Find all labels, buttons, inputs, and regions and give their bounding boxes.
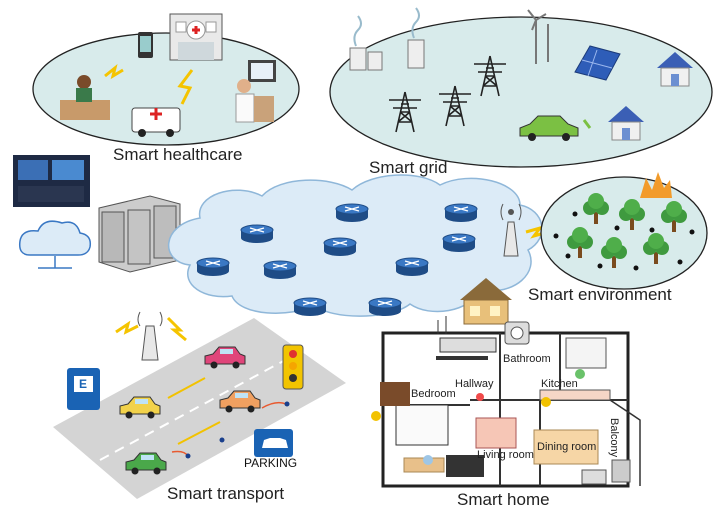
router-icon [240,224,274,244]
router-icon [293,297,327,317]
transport-label: Smart transport [167,484,285,503]
router-icon [368,297,402,317]
router-icon [196,257,230,277]
parking-sign-icon [254,429,293,457]
fire-icon [640,172,672,198]
signal-bolt-icon [177,69,194,105]
home-label: Smart home [457,490,550,509]
doctor-icon [235,79,274,123]
signal-bolt-icon [166,316,187,342]
room-label-balcony: Balcony [608,418,620,458]
electric-car-icon [519,115,592,141]
hospital-icon [169,13,223,61]
antenna-icon [500,203,522,257]
cloud-service-icon [18,220,92,269]
signal-bolt-icon [104,64,124,80]
router-icon [335,203,369,223]
healthcare-label: Smart healthcare [113,145,243,164]
router-device-icon [439,337,497,353]
bedroom-photo-icon [380,382,410,406]
sofa-icon [475,417,517,449]
healthcare-zone [32,13,300,146]
tv-icon [446,455,484,477]
router-icon [323,237,357,257]
patient-icon [60,75,110,120]
environment-zone [540,172,708,290]
grid-zone [329,7,713,168]
room-label-living-room: Living room [477,449,534,461]
room-label-bedroom: Bedroom [411,388,456,400]
room-label-hallway: Hallway [455,378,494,390]
environment-label: Smart environment [528,285,672,304]
ev-sign-label: E [79,377,88,391]
computer-icon [611,459,631,483]
router-icon [442,233,476,253]
dining-table-icon [533,429,599,465]
room-label-bathroom: Bathroom [503,353,551,365]
phone-icon [138,32,153,58]
parking-sign-label: PARKING [244,456,298,470]
grid-label: Smart grid [369,158,448,177]
signal-bolt-icon [115,320,139,335]
room-label-kitchen: Kitchen [541,378,578,390]
heart-monitor-icon [248,60,276,82]
traffic-light-icon [282,344,304,390]
router-icon [395,257,429,277]
server-rack-icon [98,195,181,273]
router-icon [263,260,297,280]
solar-panel-icon [574,45,621,81]
bed-icon [395,404,449,446]
cell-tower-icon [137,311,163,361]
power-plant-icon [349,7,425,71]
network-cloud [167,174,543,317]
transport-zone [53,311,346,499]
wind-turbine-icon [527,9,549,64]
ambulance-icon [131,107,181,137]
sensor-node-icon [553,211,695,271]
room-label-dining-room: Dining room [537,441,597,453]
home-floorplan [371,316,641,488]
router-icon [444,203,478,223]
control-room-icon [13,155,90,207]
ev-charging-sign [67,368,100,410]
kitchen-counter-icon [539,389,611,401]
home-house-icon [460,278,512,325]
